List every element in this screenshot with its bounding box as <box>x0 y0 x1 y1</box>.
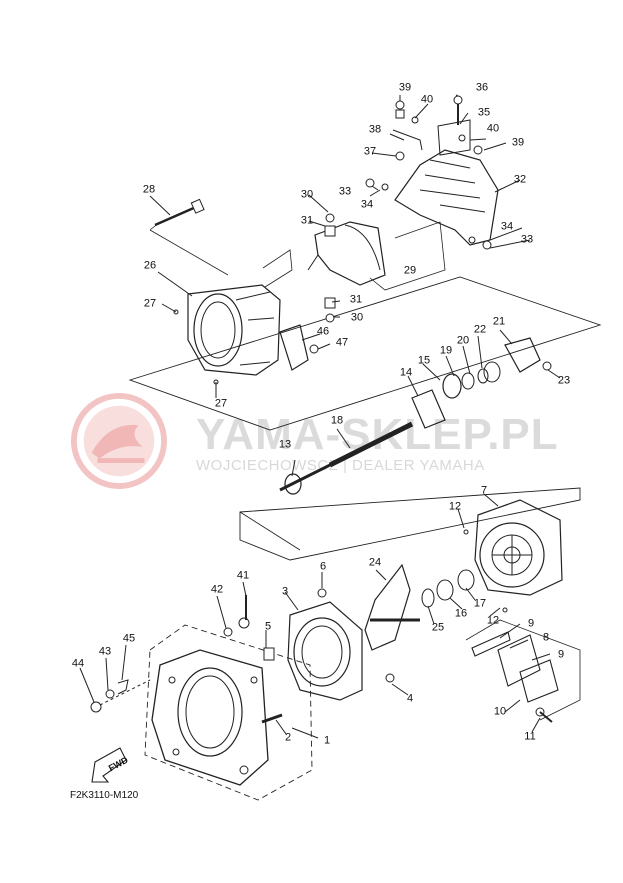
fwd-arrow <box>91 747 127 783</box>
callout-35: 35 <box>477 106 491 119</box>
callout-11: 11 <box>524 730 536 743</box>
callout-9-upper: 9 <box>527 617 535 630</box>
callout-46: 46 <box>316 325 330 338</box>
callout-40-upper: 40 <box>420 93 434 106</box>
callout-40-lower: 40 <box>486 122 500 135</box>
callout-28: 28 <box>142 183 156 196</box>
callout-32: 32 <box>513 173 527 186</box>
callout-9-lower: 9 <box>557 648 565 661</box>
callout-19: 19 <box>439 344 453 357</box>
callout-33-lower: 33 <box>520 233 534 246</box>
callout-34-upper: 34 <box>360 198 374 211</box>
callout-21: 21 <box>492 315 506 328</box>
callout-27-lower: 27 <box>214 397 228 410</box>
callout-31-lower: 31 <box>349 293 363 306</box>
callout-27-upper: 27 <box>143 297 157 310</box>
callout-22: 22 <box>473 323 487 336</box>
callout-38: 38 <box>368 123 382 136</box>
callout-33-upper: 33 <box>338 185 352 198</box>
callout-44: 44 <box>71 657 85 670</box>
callout-2: 2 <box>284 731 292 744</box>
callout-47: 47 <box>335 336 349 349</box>
callout-37: 37 <box>363 145 377 158</box>
callout-6: 6 <box>319 560 327 573</box>
callout-42: 42 <box>210 583 224 596</box>
callout-30-upper: 30 <box>300 188 314 201</box>
watermark-subtitle: WOJCIECHOWSCZ | DEALER YAMAHA <box>196 457 485 474</box>
callout-30-lower: 30 <box>350 311 364 324</box>
callout-29: 29 <box>403 264 417 277</box>
dealer-logo-watermark <box>70 392 168 490</box>
callout-31-upper: 31 <box>300 214 314 227</box>
callout-1: 1 <box>323 734 331 747</box>
callout-45: 45 <box>122 632 136 645</box>
callout-12-lower: 12 <box>486 614 500 627</box>
callout-17: 17 <box>473 597 487 610</box>
callout-5: 5 <box>264 620 272 633</box>
callout-24: 24 <box>368 556 382 569</box>
callout-34-lower: 34 <box>500 220 514 233</box>
callout-18: 18 <box>330 414 344 427</box>
callout-16: 16 <box>454 607 468 620</box>
callout-41: 41 <box>236 569 250 582</box>
callout-13: 13 <box>278 438 292 451</box>
watermark-name: YAMA-SKLEP.PL <box>196 410 559 459</box>
callout-36: 36 <box>475 81 489 94</box>
callout-8: 8 <box>542 631 550 644</box>
callout-7: 7 <box>480 484 488 497</box>
callout-14: 14 <box>399 366 413 379</box>
callout-10: 10 <box>493 705 507 718</box>
callout-15: 15 <box>417 354 431 367</box>
callout-25: 25 <box>431 621 445 634</box>
diagram-part-code: F2K3110-M120 <box>70 790 139 801</box>
callout-39-upper: 39 <box>398 81 412 94</box>
callout-3: 3 <box>281 585 289 598</box>
callout-26: 26 <box>143 259 157 272</box>
callout-23: 23 <box>557 374 571 387</box>
callout-20: 20 <box>456 334 470 347</box>
callout-12-upper: 12 <box>448 500 462 513</box>
callout-4: 4 <box>406 692 414 705</box>
callout-39-lower: 39 <box>511 136 525 149</box>
callout-43: 43 <box>98 645 112 658</box>
